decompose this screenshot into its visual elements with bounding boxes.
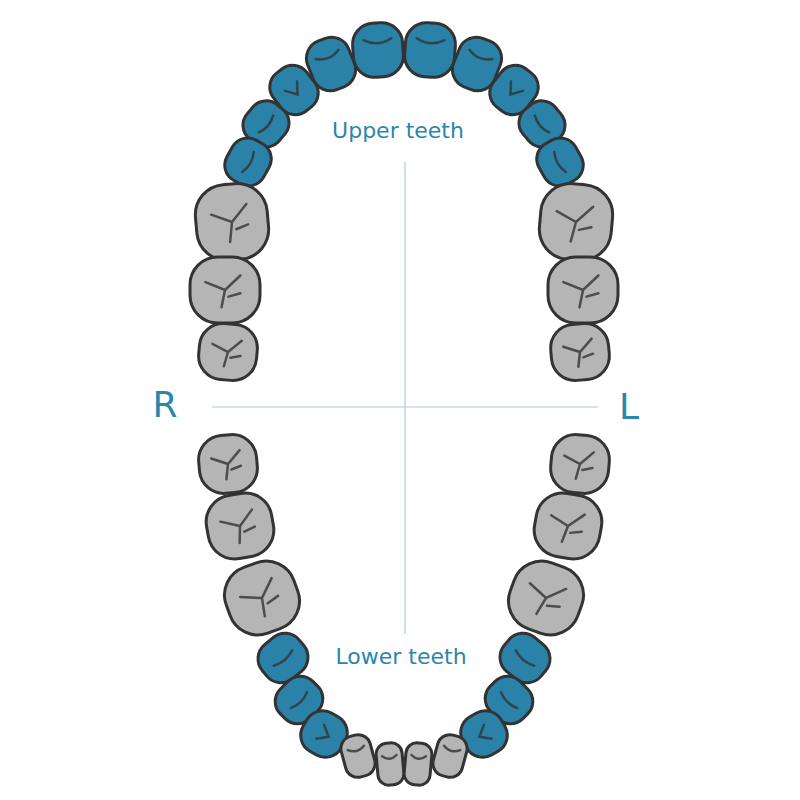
tooth-crown [549, 433, 612, 496]
tooth-fissure [205, 275, 240, 307]
tooth-crown [548, 257, 618, 323]
tooth-crown [193, 181, 271, 263]
tooth-crown [351, 21, 405, 78]
tooth [530, 489, 606, 563]
tooth-fissure [475, 725, 491, 744]
tooth-fissure [514, 650, 534, 667]
tooth-crown [375, 742, 405, 786]
tooth [351, 21, 405, 78]
tooth-crown [202, 489, 278, 563]
tooth [202, 489, 278, 563]
tooth-fissure [563, 450, 594, 480]
tooth-crown [549, 322, 612, 383]
tooth [375, 742, 405, 786]
tooth-fissure [417, 38, 445, 44]
tooth-fissure [563, 339, 594, 368]
tooth-fissure [554, 204, 593, 243]
tooth-crown [403, 21, 457, 78]
side-label: R [152, 385, 177, 425]
tooth-fissure [274, 650, 294, 667]
midline-horizontal [212, 406, 598, 407]
tooth [549, 322, 612, 383]
tooth-fissure [563, 275, 598, 307]
tooth-fissure [363, 38, 391, 44]
arch-label: Upper teeth [332, 119, 464, 143]
tooth-fissure [443, 746, 460, 753]
tooth-fissure [552, 152, 566, 173]
teeth-group [190, 21, 618, 786]
tooth [430, 732, 470, 780]
tooth [403, 21, 457, 78]
tooth-crown [530, 489, 606, 563]
tooth [338, 732, 378, 780]
tooth-crown [403, 742, 433, 786]
midline-vertical [404, 162, 405, 634]
tooth [197, 322, 260, 383]
tooth-crown [500, 553, 592, 643]
tooth-fissure [316, 725, 332, 744]
tooth [549, 433, 612, 496]
tooth-fissure [210, 204, 249, 243]
tooth-fissure [211, 338, 242, 367]
tooth [537, 181, 615, 263]
tooth-fissure [499, 692, 517, 710]
tooth-fissure [382, 755, 397, 759]
arch-label: Lower teeth [335, 645, 466, 669]
tooth-crown [190, 257, 260, 323]
side-label: L [619, 387, 639, 427]
tooth [403, 742, 433, 786]
tooth-crown [197, 433, 260, 496]
tooth-crown [338, 732, 378, 780]
tooth-fissure [547, 509, 585, 545]
tooth [548, 257, 618, 323]
tooth [190, 257, 260, 323]
tooth-fissure [291, 692, 309, 710]
tooth-fissure [238, 578, 283, 622]
tooth-crown [197, 322, 260, 383]
tooth-fissure [259, 116, 275, 134]
tooth-fissure [468, 50, 492, 63]
tooth-fissure [411, 755, 426, 759]
tooth-fissure [316, 50, 340, 63]
tooth-fissure [521, 577, 566, 621]
tooth-crown [430, 732, 470, 780]
tooth-fissure [211, 450, 242, 480]
tooth [197, 433, 260, 496]
tooth [216, 553, 308, 643]
tooth-fissure [219, 510, 257, 546]
tooth-crown [537, 181, 615, 263]
tooth-fissure [285, 82, 303, 100]
tooth [500, 553, 592, 643]
tooth-fissure [242, 152, 256, 173]
tooth-fissure [533, 116, 549, 134]
tooth-crown [216, 553, 308, 643]
tooth-fissure [348, 746, 365, 753]
tooth [193, 181, 271, 263]
tooth-fissure [504, 82, 522, 100]
